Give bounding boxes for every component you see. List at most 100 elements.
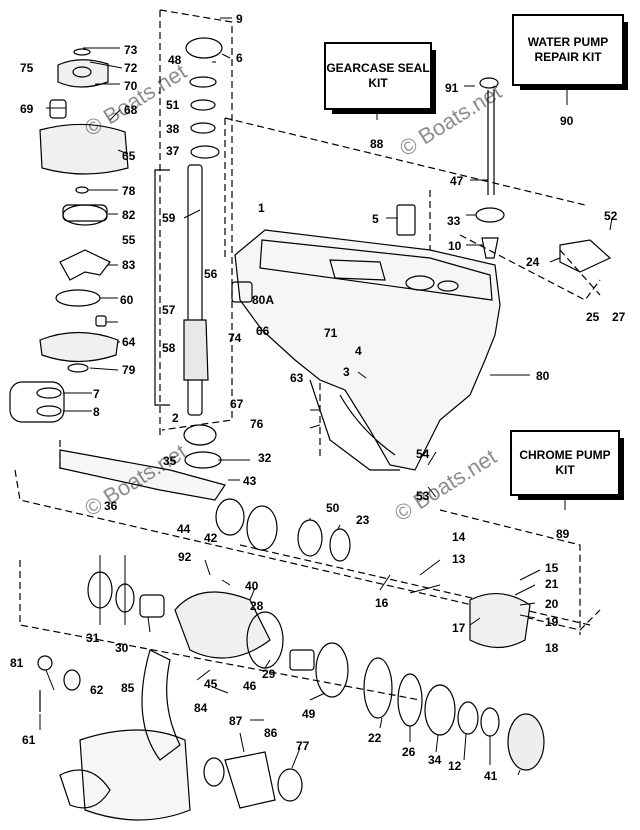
- callout-label: 85: [121, 681, 135, 695]
- callout-label: 90: [560, 114, 574, 128]
- callout-label: 87: [229, 714, 243, 728]
- callout-label: 66: [256, 324, 270, 338]
- callout-label: 26: [402, 745, 416, 759]
- callout-label: 80A: [252, 293, 274, 307]
- gearcase-seal-kit-box: GEARCASE SEAL KIT: [324, 42, 436, 114]
- driveshaft-bracket: [154, 169, 170, 406]
- water-pump-parts: [9, 48, 129, 423]
- callout-label: 64: [122, 335, 136, 349]
- callout-label: 82: [122, 208, 136, 222]
- callout-label: 89: [556, 527, 570, 541]
- chrome-pump-kit-box: CHROME PUMP KIT: [510, 430, 624, 500]
- callout-label: 46: [243, 679, 257, 693]
- callout-label: 24: [526, 255, 540, 269]
- callout-label: 10: [448, 239, 462, 253]
- callout-label: 37: [166, 144, 180, 158]
- callout-label: 50: [326, 501, 340, 515]
- callout-label: 69: [20, 102, 34, 116]
- callout-label: 29: [262, 667, 276, 681]
- callout-label: 57: [162, 303, 176, 317]
- callout-label: 88: [370, 137, 384, 151]
- callout-label: 70: [124, 79, 138, 93]
- callout-label: 31: [86, 631, 100, 645]
- callout-label: 36: [104, 499, 118, 513]
- callout-label: 72: [124, 61, 138, 75]
- callout-numbers: 1 2 3 4 5 6 7 8 9 10 12 13 14 15 16 17 1…: [10, 12, 626, 783]
- callout-label: 45: [204, 677, 218, 691]
- callout-label: 40: [245, 579, 259, 593]
- callout-label: 61: [22, 733, 36, 747]
- callout-label: 1: [258, 201, 265, 215]
- callout-label: 18: [545, 641, 559, 655]
- callout-label: 92: [178, 550, 192, 564]
- callout-label: 59: [162, 211, 176, 225]
- callout-label: 23: [356, 513, 370, 527]
- callout-label: 5: [372, 212, 379, 226]
- callout-label: 7: [93, 387, 100, 401]
- callout-label: 19: [545, 615, 559, 629]
- callout-label: 83: [122, 258, 136, 272]
- callout-label: 77: [296, 739, 310, 753]
- callout-label: 71: [324, 326, 338, 340]
- callout-label: 25: [586, 310, 600, 324]
- gearcase-seal-kit-label: GEARCASE SEAL KIT: [326, 61, 430, 90]
- callout-label: 68: [124, 103, 138, 117]
- callout-label: 16: [375, 596, 389, 610]
- callout-label: 74: [228, 331, 242, 345]
- callout-label: 21: [545, 577, 559, 591]
- callout-label: 12: [448, 759, 462, 773]
- callout-label: 30: [115, 641, 129, 655]
- callout-label: 65: [122, 149, 136, 163]
- callout-label: 60: [120, 293, 134, 307]
- callout-label: 28: [250, 599, 264, 613]
- callout-label: 55: [122, 233, 136, 247]
- callout-label: 49: [302, 707, 316, 721]
- callout-label: 78: [122, 184, 136, 198]
- callout-label: 53: [416, 489, 430, 503]
- leader-lines: [39, 17, 613, 776]
- callout-label: 13: [452, 552, 466, 566]
- water-pump-repair-kit-box: WATER PUMP REPAIR KIT: [512, 14, 628, 90]
- callout-label: 4: [355, 344, 362, 358]
- callout-label: 54: [416, 447, 430, 461]
- callout-label: 58: [162, 341, 176, 355]
- callout-label: 38: [166, 122, 180, 136]
- callout-label: 63: [290, 371, 304, 385]
- water-pump-repair-kit-label: WATER PUMP REPAIR KIT: [527, 35, 609, 64]
- callout-label: 91: [445, 81, 459, 95]
- callout-label: 15: [545, 561, 559, 575]
- callout-label: 79: [122, 363, 136, 377]
- callout-label: 56: [204, 267, 218, 281]
- callout-label: 42: [204, 531, 218, 545]
- callout-label: 32: [258, 451, 272, 465]
- callout-label: 47: [450, 174, 464, 188]
- callout-label: 14: [452, 530, 466, 544]
- propeller: [37, 649, 191, 821]
- callout-label: 43: [243, 474, 257, 488]
- callout-label: 75: [20, 61, 34, 75]
- callout-label: 48: [168, 53, 182, 67]
- callout-label: 67: [230, 397, 244, 411]
- callout-label: 51: [166, 98, 180, 112]
- callout-label: 35: [163, 454, 177, 468]
- callout-label: 17: [452, 621, 466, 635]
- gearcase-housing: [234, 229, 501, 471]
- callout-label: 6: [236, 51, 243, 65]
- callout-label: 27: [612, 310, 626, 324]
- chrome-pump-kit-label: CHROME PUMP KIT: [519, 448, 611, 477]
- callout-label: 22: [368, 731, 382, 745]
- callout-label: 9: [236, 12, 243, 26]
- callout-label: 2: [172, 411, 179, 425]
- callout-label: 84: [194, 701, 208, 715]
- callout-label: 44: [177, 522, 191, 536]
- callout-label: 73: [124, 43, 138, 57]
- callout-label: 80: [536, 369, 550, 383]
- callout-label: 8: [93, 405, 100, 419]
- callout-label: 76: [250, 417, 264, 431]
- callout-label: 33: [447, 214, 461, 228]
- callout-label: 41: [484, 769, 498, 783]
- callout-label: 34: [428, 753, 442, 767]
- propshaft-assembly: [59, 449, 545, 809]
- callout-label: 81: [10, 656, 24, 670]
